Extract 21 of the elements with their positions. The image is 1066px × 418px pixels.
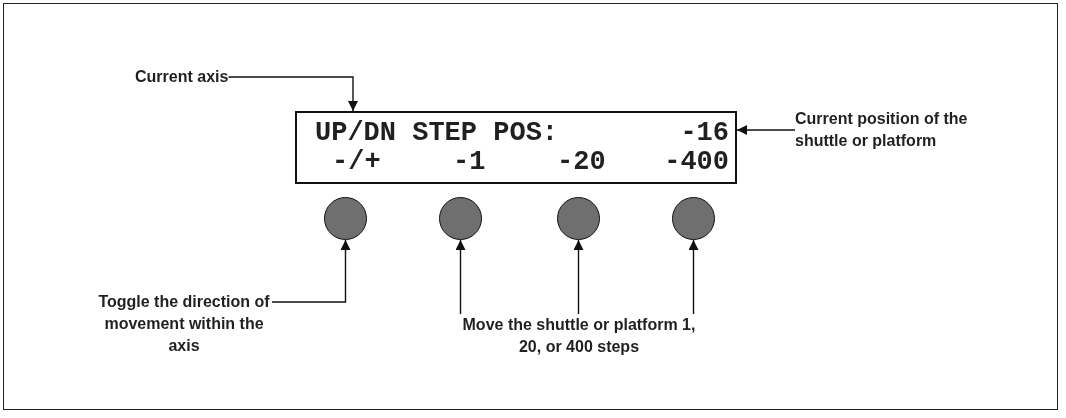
display-text: -16 (680, 119, 729, 147)
display-text: UP/DN STEP POS: (315, 119, 559, 147)
round-button (324, 197, 367, 240)
arrow (455, 239, 466, 315)
arrow (688, 239, 699, 315)
display-text: -/+ (332, 148, 381, 176)
round-button (557, 197, 600, 240)
display-text: -20 (557, 148, 606, 176)
display-text: -1 (453, 148, 486, 176)
lcd-display (295, 111, 737, 184)
round-button (439, 197, 482, 240)
arrow (573, 239, 584, 315)
round-button (672, 197, 715, 240)
display-text: -400 (664, 148, 729, 176)
arrow (227, 76, 358, 112)
callout-text: Current position of the shuttle or platform (795, 108, 1010, 152)
arrow (271, 239, 351, 303)
callout-text: Move the shuttle or platform 1, 20, or 400 steps (456, 314, 702, 358)
callout-text: Current axis (135, 66, 229, 88)
arrow (736, 125, 796, 135)
callout-text: Toggle the direction of movement within the axis (96, 291, 272, 357)
